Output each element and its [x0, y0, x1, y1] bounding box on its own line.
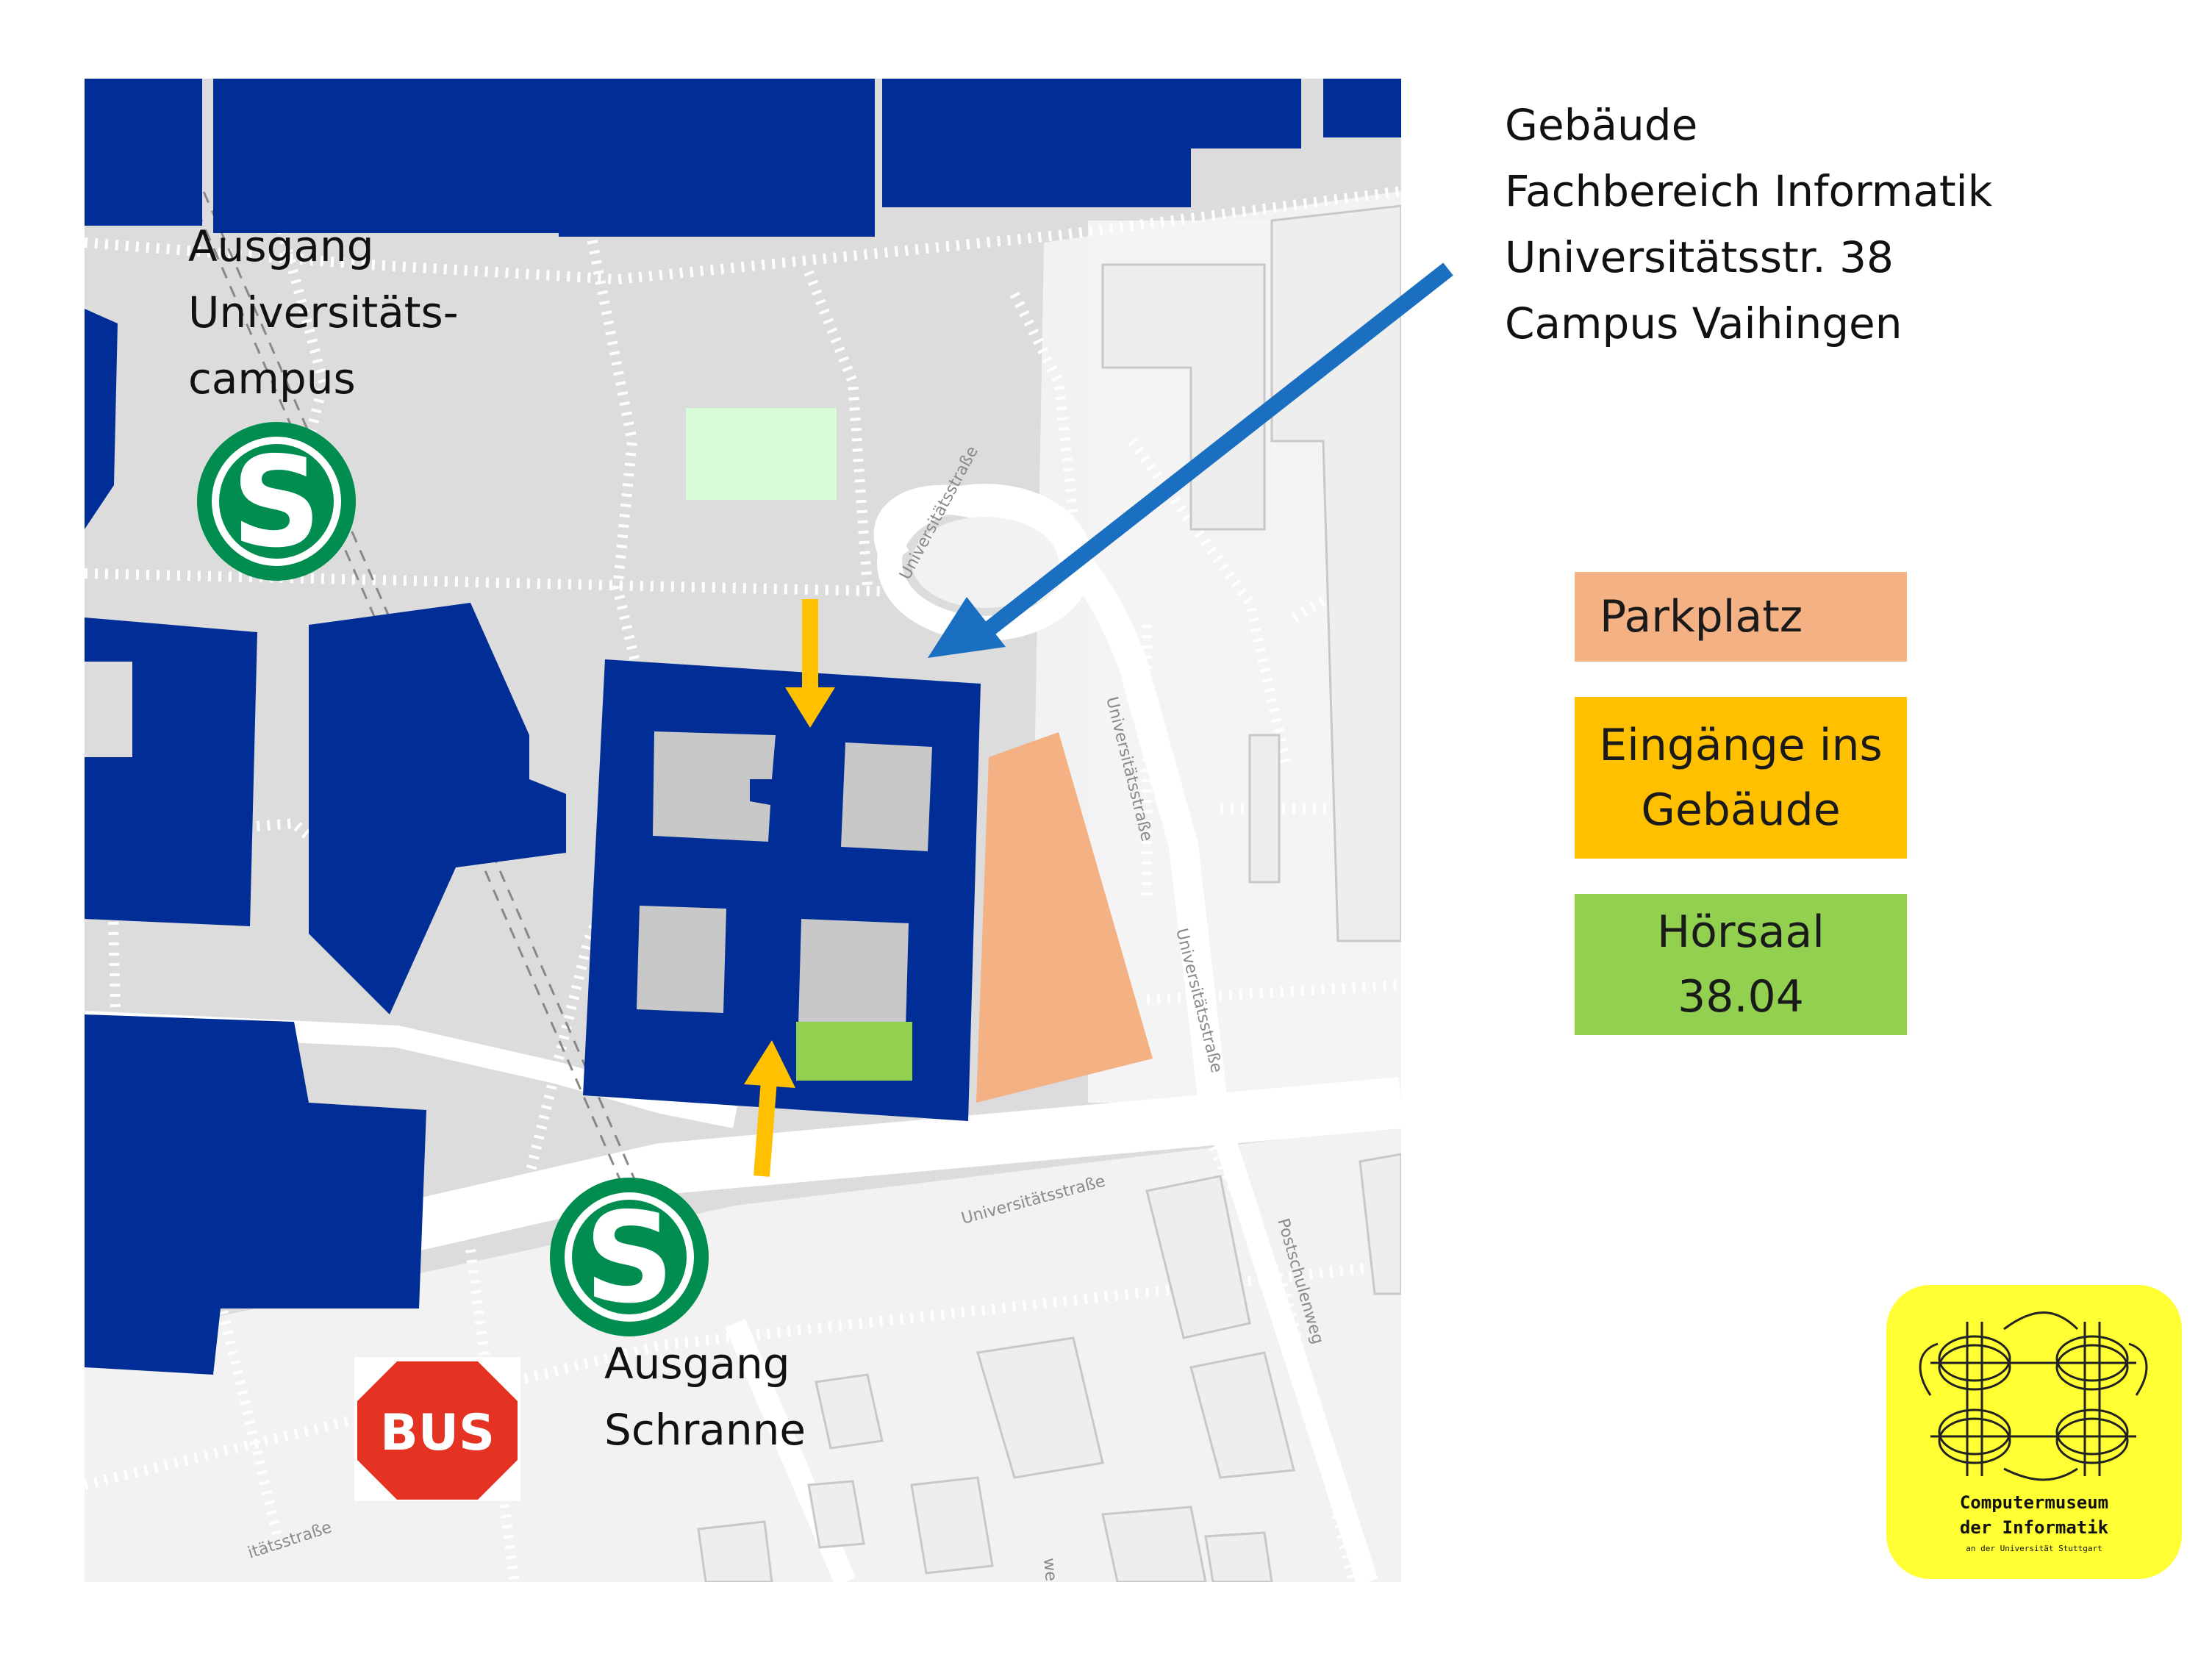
legend-entrances-label: Eingänge ins Gebäude — [1599, 720, 1883, 836]
svg-text:S: S — [584, 1186, 674, 1331]
legend-parking: Parkplatz — [1575, 572, 1907, 662]
svg-text:BUS: BUS — [380, 1404, 495, 1462]
exit-university-label: Ausgang Universitäts- campus — [188, 221, 472, 404]
parking-area — [976, 732, 1153, 1103]
svg-text:S: S — [232, 430, 321, 576]
logo-line1: Computermuseum — [1959, 1492, 2109, 1513]
sbahn-icon-schranne: S — [550, 1178, 709, 1336]
logo-line3: an der Universität Stuttgart — [1966, 1544, 2102, 1553]
logo-line2: der Informatik — [1959, 1517, 2109, 1538]
informatik-building — [583, 659, 981, 1121]
map-area: Universitätsstraße Universitätsstraße Un… — [85, 79, 1401, 1592]
entrance-arrow-north — [785, 599, 835, 728]
legend-lecture-hall-label: Hörsaal 38.04 — [1657, 906, 1825, 1023]
lecture-hall-38-04 — [796, 1022, 912, 1081]
building-label: Gebäude Fachbereich Informatik Universit… — [1505, 100, 2006, 348]
exit-schranne-label: Ausgang Schranne — [604, 1339, 806, 1455]
lawn-area — [686, 408, 837, 500]
legend-parking-label: Parkplatz — [1600, 591, 1803, 642]
entrance-arrow-south — [744, 1040, 795, 1177]
computermuseum-logo: Computermuseum der Informatik an der Uni… — [1886, 1285, 2182, 1579]
street-label-bottom: weg — [1039, 1557, 1061, 1592]
pointer-arrow-building — [928, 262, 1453, 658]
legend-lecture-hall: Hörsaal 38.04 — [1575, 894, 1907, 1035]
university-buildings — [85, 79, 1401, 1375]
legend-entrances: Eingänge ins Gebäude — [1575, 697, 1907, 859]
core-memory-icon — [1919, 1311, 2148, 1481]
bus-stop-icon: BUS — [354, 1357, 520, 1501]
sbahn-icon-university: S — [197, 422, 356, 581]
